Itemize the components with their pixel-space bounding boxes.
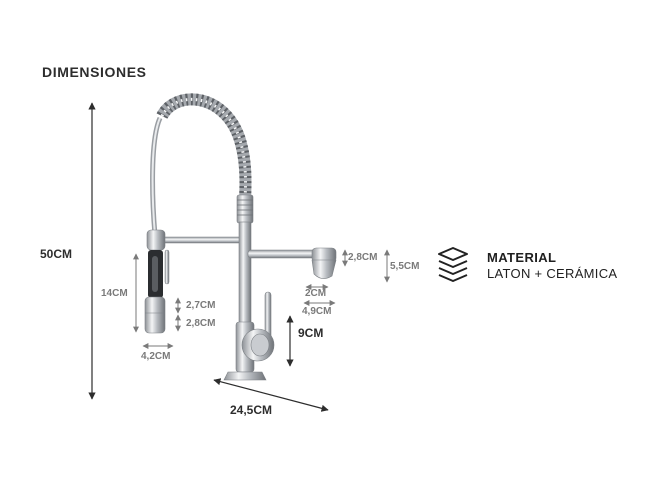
spring-coil	[156, 93, 252, 201]
sprayer-head-top-label: 2,7CM	[186, 300, 216, 311]
faucet-illustration	[144, 93, 337, 381]
page-title: DIMENSIONES	[42, 64, 147, 80]
total-height-label: 50CM	[40, 247, 73, 261]
spout-outlet-height-label: 2,8CM	[348, 252, 378, 263]
spout-outlet-width-label: 2CM	[305, 288, 327, 299]
spout-total-height-label: 5,5CM	[390, 261, 420, 272]
sprayer-width-label: 4,2CM	[141, 351, 171, 362]
base-height-label: 9CM	[298, 326, 324, 340]
spout-tip-width-label: 4,9CM	[302, 306, 332, 317]
reach-label: 24,5CM	[230, 403, 273, 417]
sprayer-head-bottom-label: 2,8CM	[186, 318, 216, 329]
sprayer-height-label: 14CM	[101, 288, 128, 299]
sprayer-head	[144, 229, 170, 334]
material-value: LATON + CERÁMICA	[487, 266, 618, 281]
material-label: MATERIAL	[487, 250, 557, 265]
dimension-lines	[88, 102, 390, 412]
layers-icon	[438, 247, 468, 282]
